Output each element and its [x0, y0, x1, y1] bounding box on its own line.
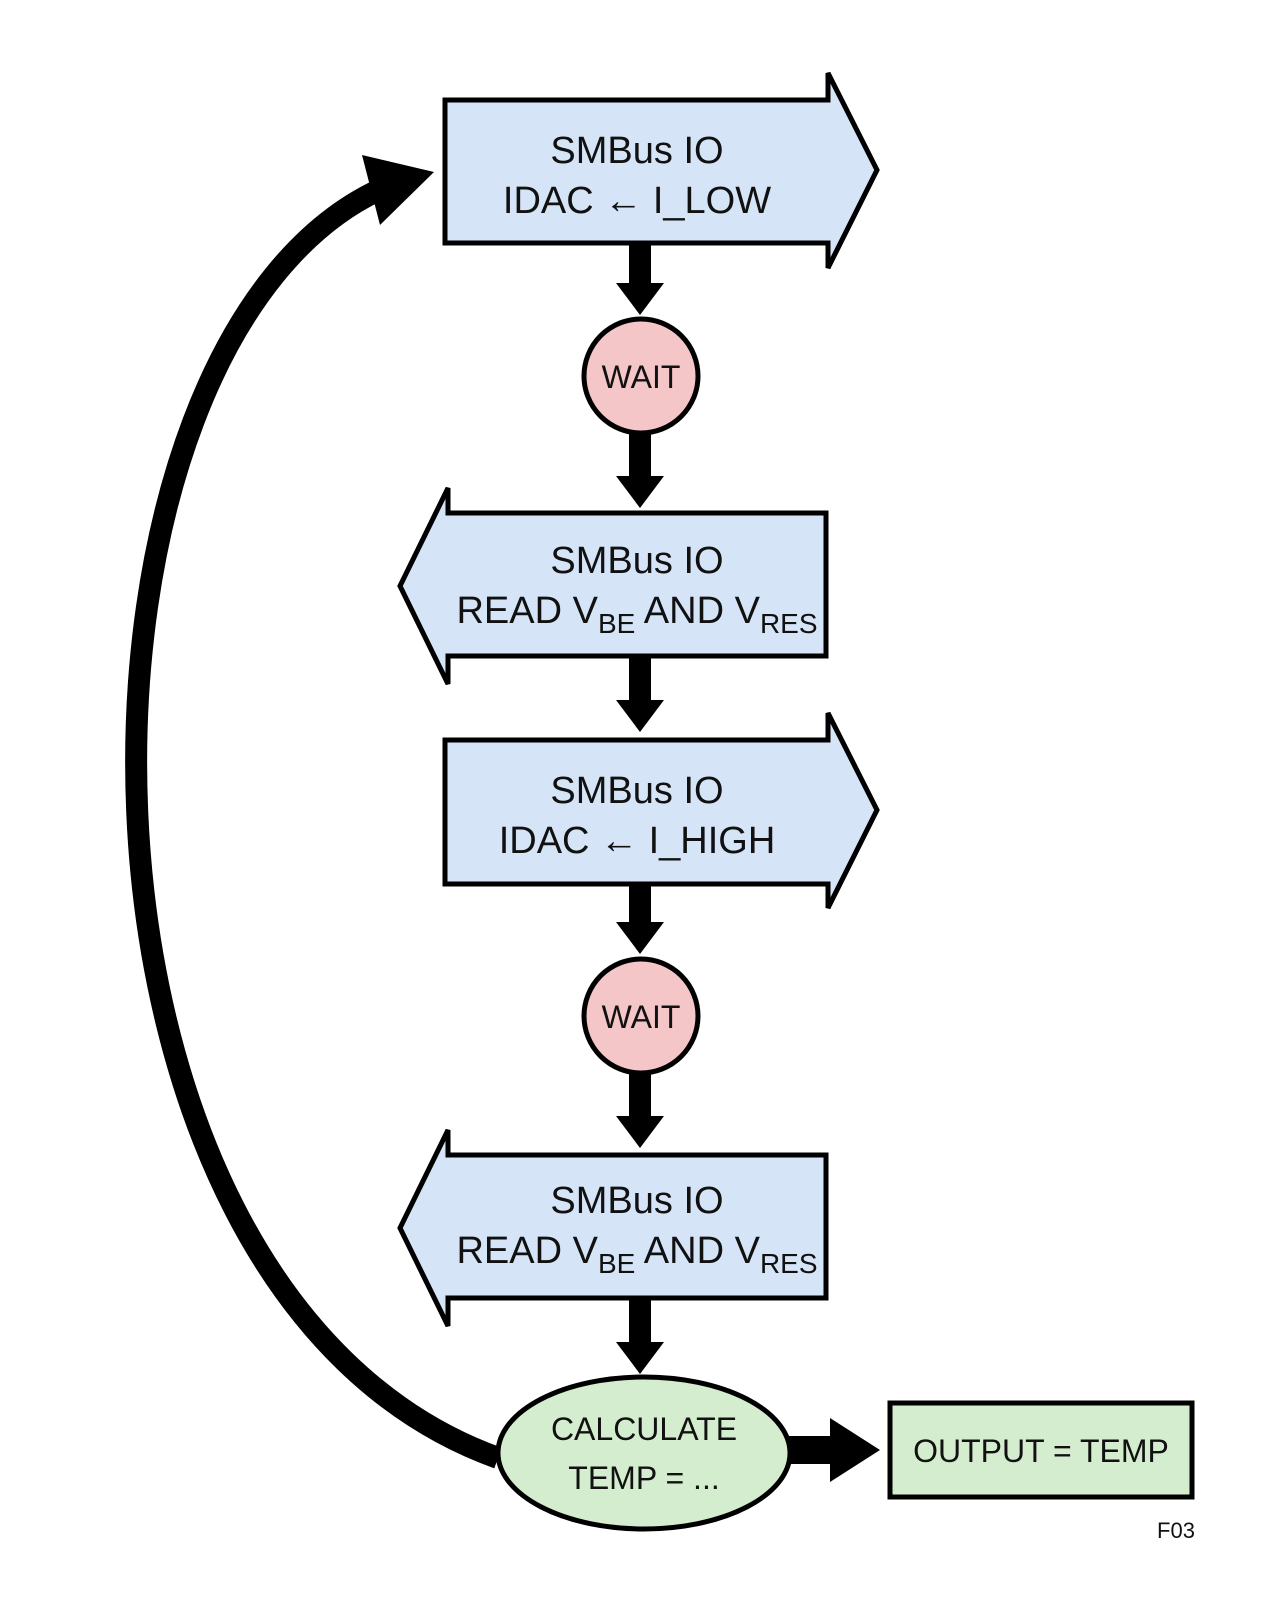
- connector-1: [616, 243, 664, 315]
- step-4-line2: IDAC ← I_HIGH: [499, 820, 776, 862]
- step-calculate: CALCULATE TEMP = ...: [495, 1374, 793, 1532]
- step-3-line2: READ VBE AND VRES: [456, 590, 817, 639]
- step-6-line2: READ VBE AND VRES: [456, 1230, 817, 1279]
- connector-4: [616, 884, 664, 954]
- step-output: OUTPUT = TEMP: [887, 1400, 1195, 1500]
- step-6-line1: SMBus IO: [550, 1180, 723, 1222]
- step-io-read-1: SMBus IO READ VBE AND VRES: [397, 486, 829, 686]
- wait-2-label: WAIT: [602, 999, 681, 1035]
- step-io-set-low: SMBus IO IDAC ← I_LOW: [442, 71, 880, 270]
- step-1-line1: SMBus IO: [550, 130, 723, 172]
- calculate-line2: TEMP = ...: [568, 1460, 719, 1496]
- output-label: OUTPUT = TEMP: [913, 1433, 1169, 1469]
- step-io-read-2: SMBus IO READ VBE AND VRES: [397, 1128, 829, 1328]
- connector-6: [616, 1298, 664, 1374]
- loop-back-arrow: [125, 155, 502, 1469]
- connector-3: [616, 656, 664, 732]
- wait-1-label: WAIT: [602, 359, 681, 395]
- figure-tag: F03: [1157, 1518, 1195, 1543]
- calculate-line1: CALCULATE: [551, 1411, 737, 1447]
- step-4-line1: SMBus IO: [550, 770, 723, 812]
- connector-2: [616, 434, 664, 508]
- step-1-line2: IDAC ← I_LOW: [503, 180, 771, 222]
- step-wait-2: WAIT: [581, 956, 701, 1076]
- step-wait-1: WAIT: [581, 316, 701, 436]
- step-3-line1: SMBus IO: [550, 540, 723, 582]
- connector-to-output: [788, 1418, 880, 1482]
- step-io-set-high: SMBus IO IDAC ← I_HIGH: [442, 711, 880, 910]
- connector-5: [616, 1074, 664, 1148]
